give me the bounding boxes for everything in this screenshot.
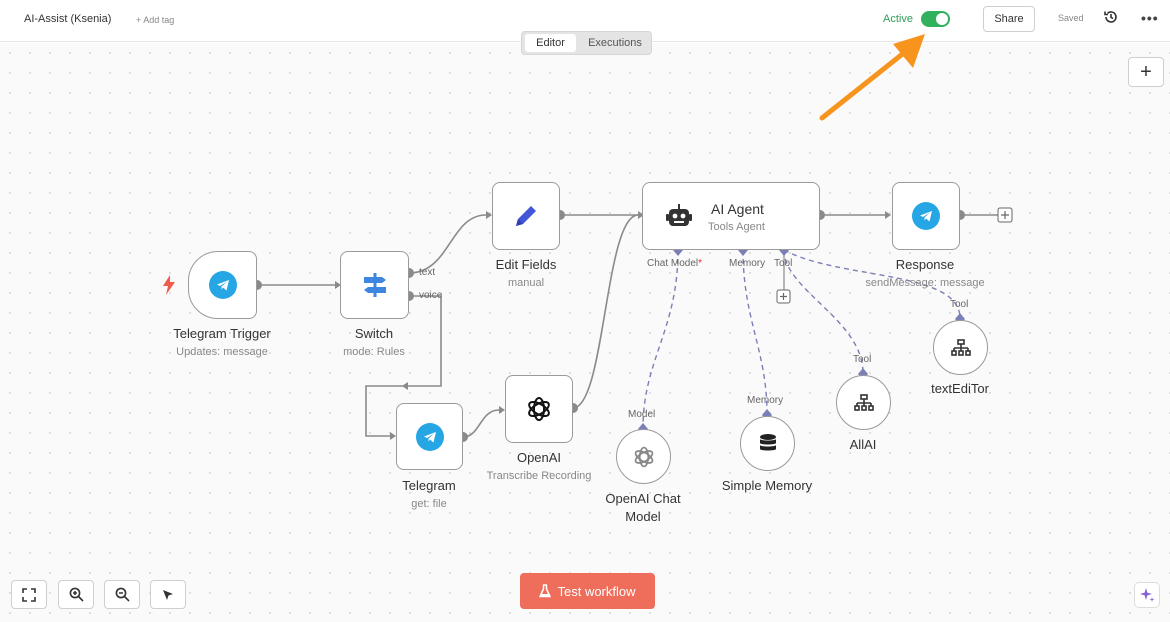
test-workflow-button[interactable]: Test workflow [520, 573, 655, 609]
node-allai[interactable] [836, 375, 891, 430]
lightning-icon [163, 275, 175, 295]
node-subtitle: get: file [411, 498, 447, 510]
node-title: AI Agent [711, 201, 764, 217]
port-memory: Memory [729, 258, 766, 269]
telegram-icon [912, 202, 940, 230]
ai-assistant-button[interactable] [1134, 582, 1160, 608]
node-title: Edit Fields [495, 257, 557, 272]
node-telegram[interactable] [396, 403, 463, 470]
node-title: Simple Memory [721, 478, 813, 493]
flask-icon [539, 584, 552, 598]
node-ai-agent[interactable]: AI Agent Tools Agent [642, 182, 820, 250]
node-title: Telegram Trigger [173, 326, 271, 341]
tool-icon [950, 338, 971, 356]
node-subtitle: Transcribe Recording [486, 470, 592, 482]
active-toggle[interactable] [921, 11, 950, 27]
saved-status: Saved [1058, 13, 1084, 23]
zoom-in-icon [69, 587, 84, 602]
pencil-icon [516, 206, 536, 226]
port-chat-model: Chat Model* [647, 258, 703, 269]
workflow-title[interactable]: AI-Assist (Ksenia) [24, 13, 112, 25]
required-marker: * [698, 258, 703, 269]
node-telegram-trigger[interactable] [188, 251, 257, 319]
node-edit-fields[interactable] [492, 182, 560, 250]
node-texteditor[interactable] [933, 320, 988, 375]
port-tool: Tool [853, 354, 872, 365]
share-button[interactable]: Share [983, 6, 1035, 32]
add-tag-link[interactable]: + Add tag [136, 15, 175, 25]
node-title: Telegram [402, 478, 456, 493]
switch-output-voice: voice [419, 290, 443, 301]
active-label: Active [883, 13, 913, 25]
node-switch[interactable] [340, 251, 409, 319]
zoom-out-button[interactable] [104, 580, 140, 609]
node-title: textEdiTor [931, 381, 989, 396]
history-icon[interactable] [1103, 9, 1119, 25]
zoom-in-button[interactable] [58, 580, 94, 609]
toggle-knob [936, 13, 948, 25]
node-title: Response [895, 257, 955, 272]
node-subtitle: mode: Rules [343, 346, 405, 358]
tab-editor[interactable]: Editor [525, 34, 576, 52]
node-title: OpenAI Chat [605, 491, 681, 506]
add-node-button[interactable]: + [1128, 57, 1164, 87]
fit-view-button[interactable] [11, 580, 47, 609]
test-workflow-label: Test workflow [557, 583, 636, 599]
cursor-icon [163, 589, 173, 600]
switch-icon [363, 273, 386, 297]
switch-output-text: text [419, 267, 436, 278]
fullscreen-icon [22, 587, 36, 602]
openai-icon [528, 397, 550, 421]
node-openai-chat-model[interactable] [616, 429, 671, 484]
robot-icon [666, 204, 692, 226]
node-subtitle: sendMessage: message [865, 277, 985, 289]
node-title: AllAI [849, 437, 877, 452]
port-memory: Memory [747, 395, 784, 406]
more-options-button[interactable]: ••• [1141, 10, 1159, 26]
port-tool: Tool [774, 258, 793, 269]
database-icon [759, 433, 776, 450]
telegram-icon [208, 271, 237, 299]
node-title: OpenAI [516, 450, 562, 465]
port-model: Model [628, 409, 656, 420]
zoom-out-icon [115, 587, 130, 602]
node-openai[interactable] [505, 375, 573, 443]
node-simple-memory[interactable] [740, 416, 795, 471]
port-tool: Tool [950, 299, 969, 310]
node-subtitle: manual [507, 277, 545, 289]
view-tabs: Editor Executions [521, 31, 652, 55]
node-title: Switch [354, 326, 394, 341]
node-subtitle: Updates: message [176, 346, 268, 358]
node-response[interactable] [892, 182, 960, 250]
tool-icon [853, 393, 874, 411]
select-tool-button[interactable] [150, 580, 186, 609]
node-subtitle: Tools Agent [708, 221, 765, 233]
node-title-line2: Model [625, 509, 661, 524]
tab-executions[interactable]: Executions [588, 37, 642, 49]
openai-icon [634, 446, 653, 467]
sparkle-icon [1140, 588, 1155, 602]
telegram-icon [415, 422, 444, 451]
